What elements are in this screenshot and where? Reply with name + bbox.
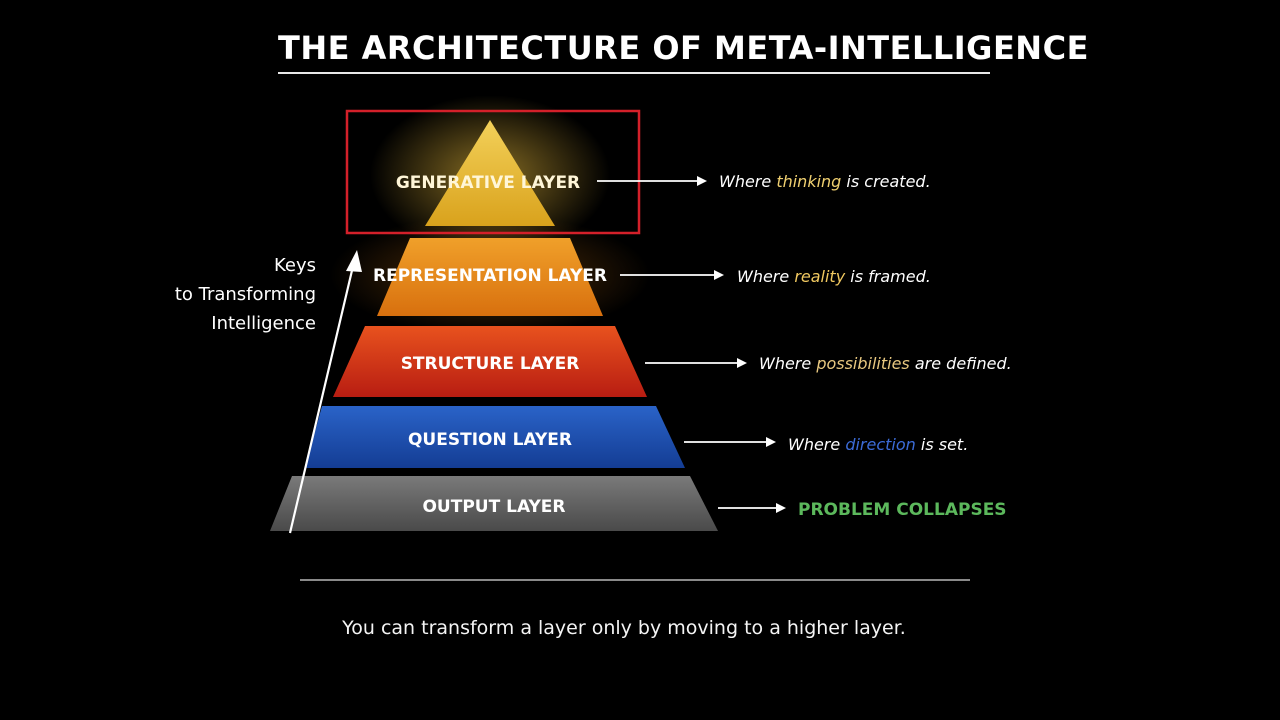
representation-description: Where reality is framed. — [737, 267, 931, 286]
representation-layer-label: REPRESENTATION LAYER — [373, 266, 607, 286]
keys-arrow-head — [346, 250, 362, 272]
representation-layer-shape — [377, 238, 603, 316]
structure-layer-label: STRUCTURE LAYER — [401, 354, 580, 374]
generative-layer-shape — [425, 120, 555, 226]
question-highlight-word: direction — [845, 435, 915, 454]
keys-label-line2: to Transforming — [175, 284, 316, 305]
question-layer-label: QUESTION LAYER — [408, 430, 572, 450]
representation-highlight-word: reality — [794, 267, 845, 286]
structure-description: Where possibilities are defined. — [759, 354, 1012, 373]
title-underline — [278, 72, 990, 74]
diagram-title: THE ARCHITECTURE OF META-INTELLIGENCE — [278, 29, 1089, 67]
footer-caption: You can transform a layer only by moving… — [342, 617, 906, 639]
output-result: PROBLEM COLLAPSES — [798, 500, 1007, 520]
question-description: Where direction is set. — [788, 435, 968, 454]
output-layer-shape — [270, 476, 718, 531]
keys-label-line1: Keys — [274, 255, 316, 276]
generative-highlight-word: thinking — [776, 172, 841, 191]
structure-highlight-word: possibilities — [815, 354, 909, 373]
output-layer-label: OUTPUT LAYER — [422, 497, 565, 517]
footer-divider — [300, 579, 970, 581]
generative-layer-label: GENERATIVE LAYER — [396, 173, 580, 193]
structure-layer-shape — [333, 326, 647, 397]
generative-description: Where thinking is created. — [719, 172, 931, 191]
keys-label-line3: Intelligence — [211, 313, 316, 334]
question-layer-shape — [305, 406, 685, 468]
generative-highlight-box — [345, 109, 641, 235]
keys-arrow-shaft — [288, 261, 356, 534]
